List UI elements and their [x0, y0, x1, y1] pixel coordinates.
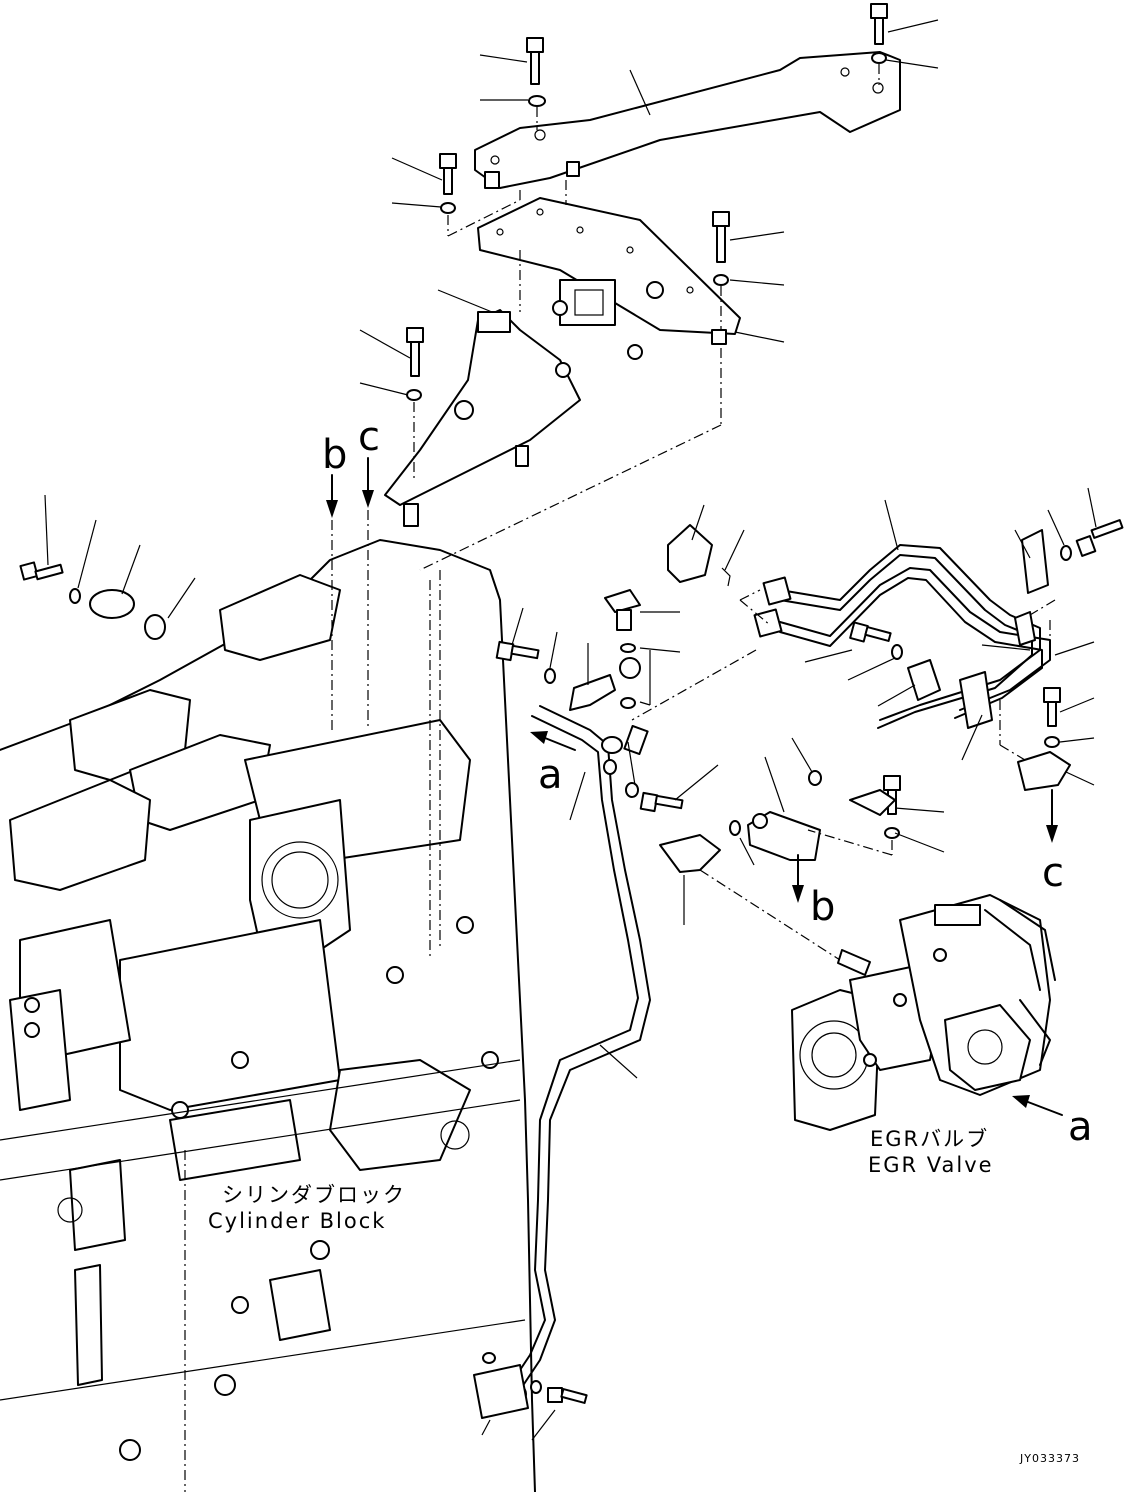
arrow-left-icon — [1012, 1095, 1063, 1116]
arrow-down-icon — [326, 474, 338, 518]
callout-b-upper: b — [322, 432, 347, 478]
cooling-pipes — [779, 544, 1051, 729]
washer-icon — [713, 274, 729, 286]
washer-icon — [482, 1352, 496, 1364]
washer-icon — [530, 1380, 542, 1394]
callout-b-lower: b — [810, 884, 835, 930]
bolt-icon — [526, 37, 544, 85]
engine-cylinder-block — [0, 539, 536, 1492]
pipe-nut-icon — [753, 576, 792, 638]
callout-a-upper: a — [538, 752, 563, 798]
washer-icon — [69, 588, 81, 604]
washer-icon — [406, 389, 422, 401]
washer-icon — [625, 782, 639, 798]
gasket-icon — [144, 614, 166, 640]
bolt-icon — [547, 1387, 588, 1404]
bolt-icon — [495, 640, 540, 662]
leader-lines-right — [683, 487, 1097, 925]
o-ring-icon — [808, 770, 822, 786]
bolt-icon — [712, 211, 730, 263]
bolt-icon — [849, 621, 892, 643]
bolt-icon — [639, 791, 684, 813]
bolt-icon — [1043, 687, 1061, 727]
middle-mounting-plate — [477, 197, 741, 360]
pipe-clamp-icon — [569, 674, 616, 711]
pipe-clip-icon — [907, 659, 941, 701]
egr-valve-label-en: EGR Valve — [868, 1153, 994, 1177]
rubber-cap-icon — [667, 524, 713, 583]
washer-icon — [603, 759, 617, 775]
callout-a-lower: a — [1068, 1104, 1093, 1150]
washer-icon — [891, 644, 903, 660]
hose-fitting-icon — [659, 834, 721, 873]
washer-icon — [544, 668, 556, 684]
callout-c-upper: c — [358, 414, 380, 460]
upper-mounting-bracket — [474, 51, 901, 189]
callout-c-lower: c — [1042, 850, 1064, 896]
egr-pipe — [501, 705, 651, 1405]
leader-lines-left — [44, 494, 196, 619]
washer-icon — [1060, 545, 1072, 561]
pipe-clip-icon — [959, 671, 993, 729]
washer-icon — [871, 52, 887, 64]
cover-plate-icon — [89, 589, 135, 619]
bolt-icon — [19, 561, 64, 581]
arrow-down-icon — [362, 457, 374, 508]
arrow-down-icon — [1046, 789, 1058, 843]
cylinder-block-label-en: Cylinder Block — [208, 1209, 386, 1233]
bolt-icon — [870, 3, 888, 45]
o-ring-icon — [620, 643, 636, 653]
plug-bolt-icon — [604, 589, 641, 631]
cylinder-block-label-jp: シリンダブロック — [222, 1183, 406, 1207]
snap-ring-icon — [721, 567, 731, 587]
hose-fitting-icon — [849, 789, 896, 816]
bolt-icon — [439, 153, 457, 195]
dashed-alignment-lines-top — [413, 64, 880, 571]
washer-icon — [528, 95, 546, 107]
leader-lines-top — [359, 19, 939, 396]
leader-lines-centre — [511, 607, 719, 821]
arrow-left-icon — [530, 731, 576, 751]
egr-valve — [791, 894, 1056, 1131]
egr-inlet-nipple-icon — [837, 949, 871, 976]
egr-valve-label-jp: EGRバルブ — [870, 1127, 989, 1151]
pipe-clip-icon — [1021, 529, 1049, 594]
washer-icon — [440, 202, 456, 214]
pipe-clip-icon — [1014, 611, 1036, 646]
pipe-clamp-icon — [1017, 751, 1071, 791]
dashed-alignment-lines-right — [631, 589, 1056, 961]
washer-icon — [884, 827, 900, 839]
bolt-icon — [406, 327, 424, 377]
o-ring-icon — [620, 697, 636, 709]
drawing-code: JY033373 — [1019, 1452, 1080, 1465]
pipe-clamp-icon — [473, 1364, 529, 1419]
o-ring-icon — [729, 820, 741, 836]
lower-support-bracket — [384, 309, 581, 527]
arrow-down-icon — [792, 854, 804, 903]
bolt-icon — [1075, 519, 1124, 557]
washer-icon — [1044, 736, 1060, 748]
leader-lines-bottom — [481, 1409, 556, 1441]
leader-line — [599, 1044, 638, 1079]
